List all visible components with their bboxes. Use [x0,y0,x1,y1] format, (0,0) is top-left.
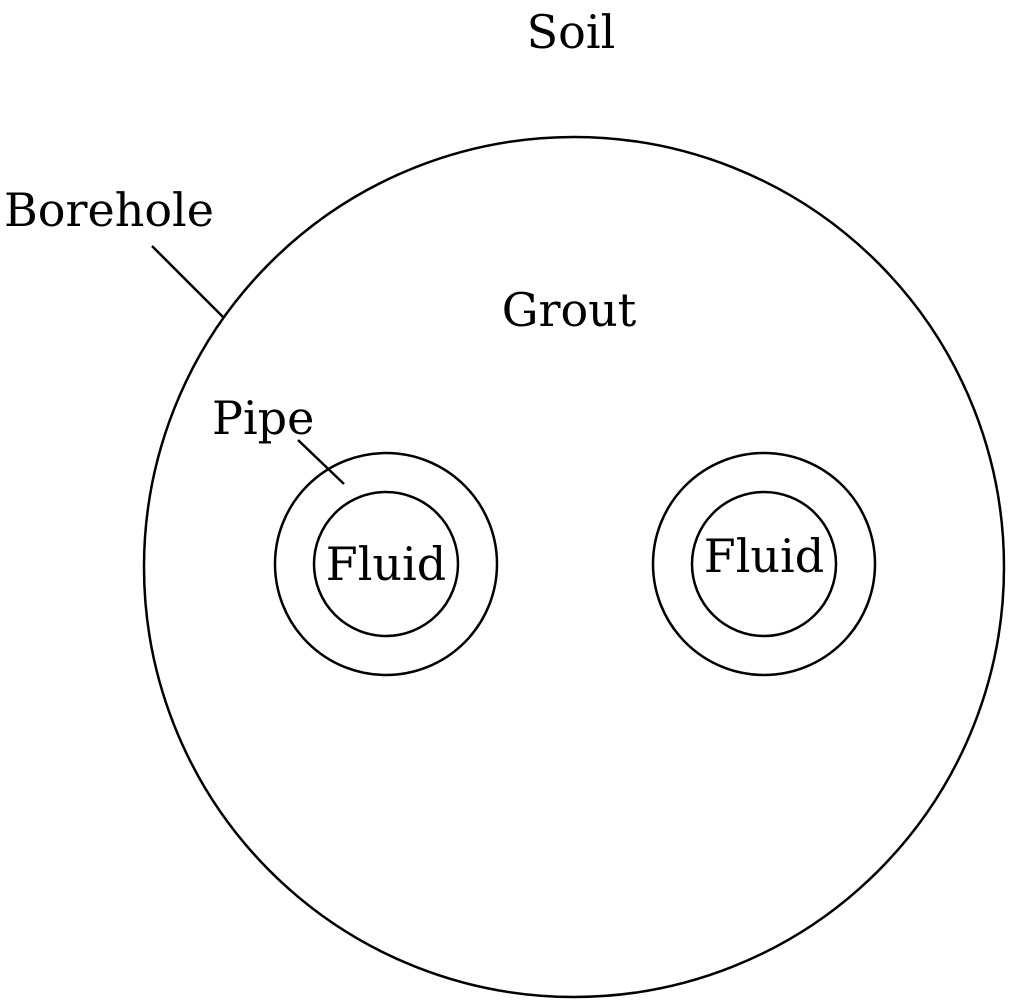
right-pipe-outer-wall [651,451,877,677]
borehole-label: Borehole [4,183,214,237]
pipe-label: Pipe [212,391,314,445]
left-pipe-outer-wall [273,451,499,677]
borehole-leader-line [151,245,225,319]
pipe-leader-line [297,439,345,485]
right-pipe-inner-wall [690,490,838,638]
soil-label: Soil [527,5,616,59]
grout-label: Grout [502,283,637,337]
fluid-left-label: Fluid [326,537,446,591]
left-pipe-inner-wall [312,490,460,638]
fluid-right-label: Fluid [704,529,824,583]
borehole-circle [142,135,1006,999]
